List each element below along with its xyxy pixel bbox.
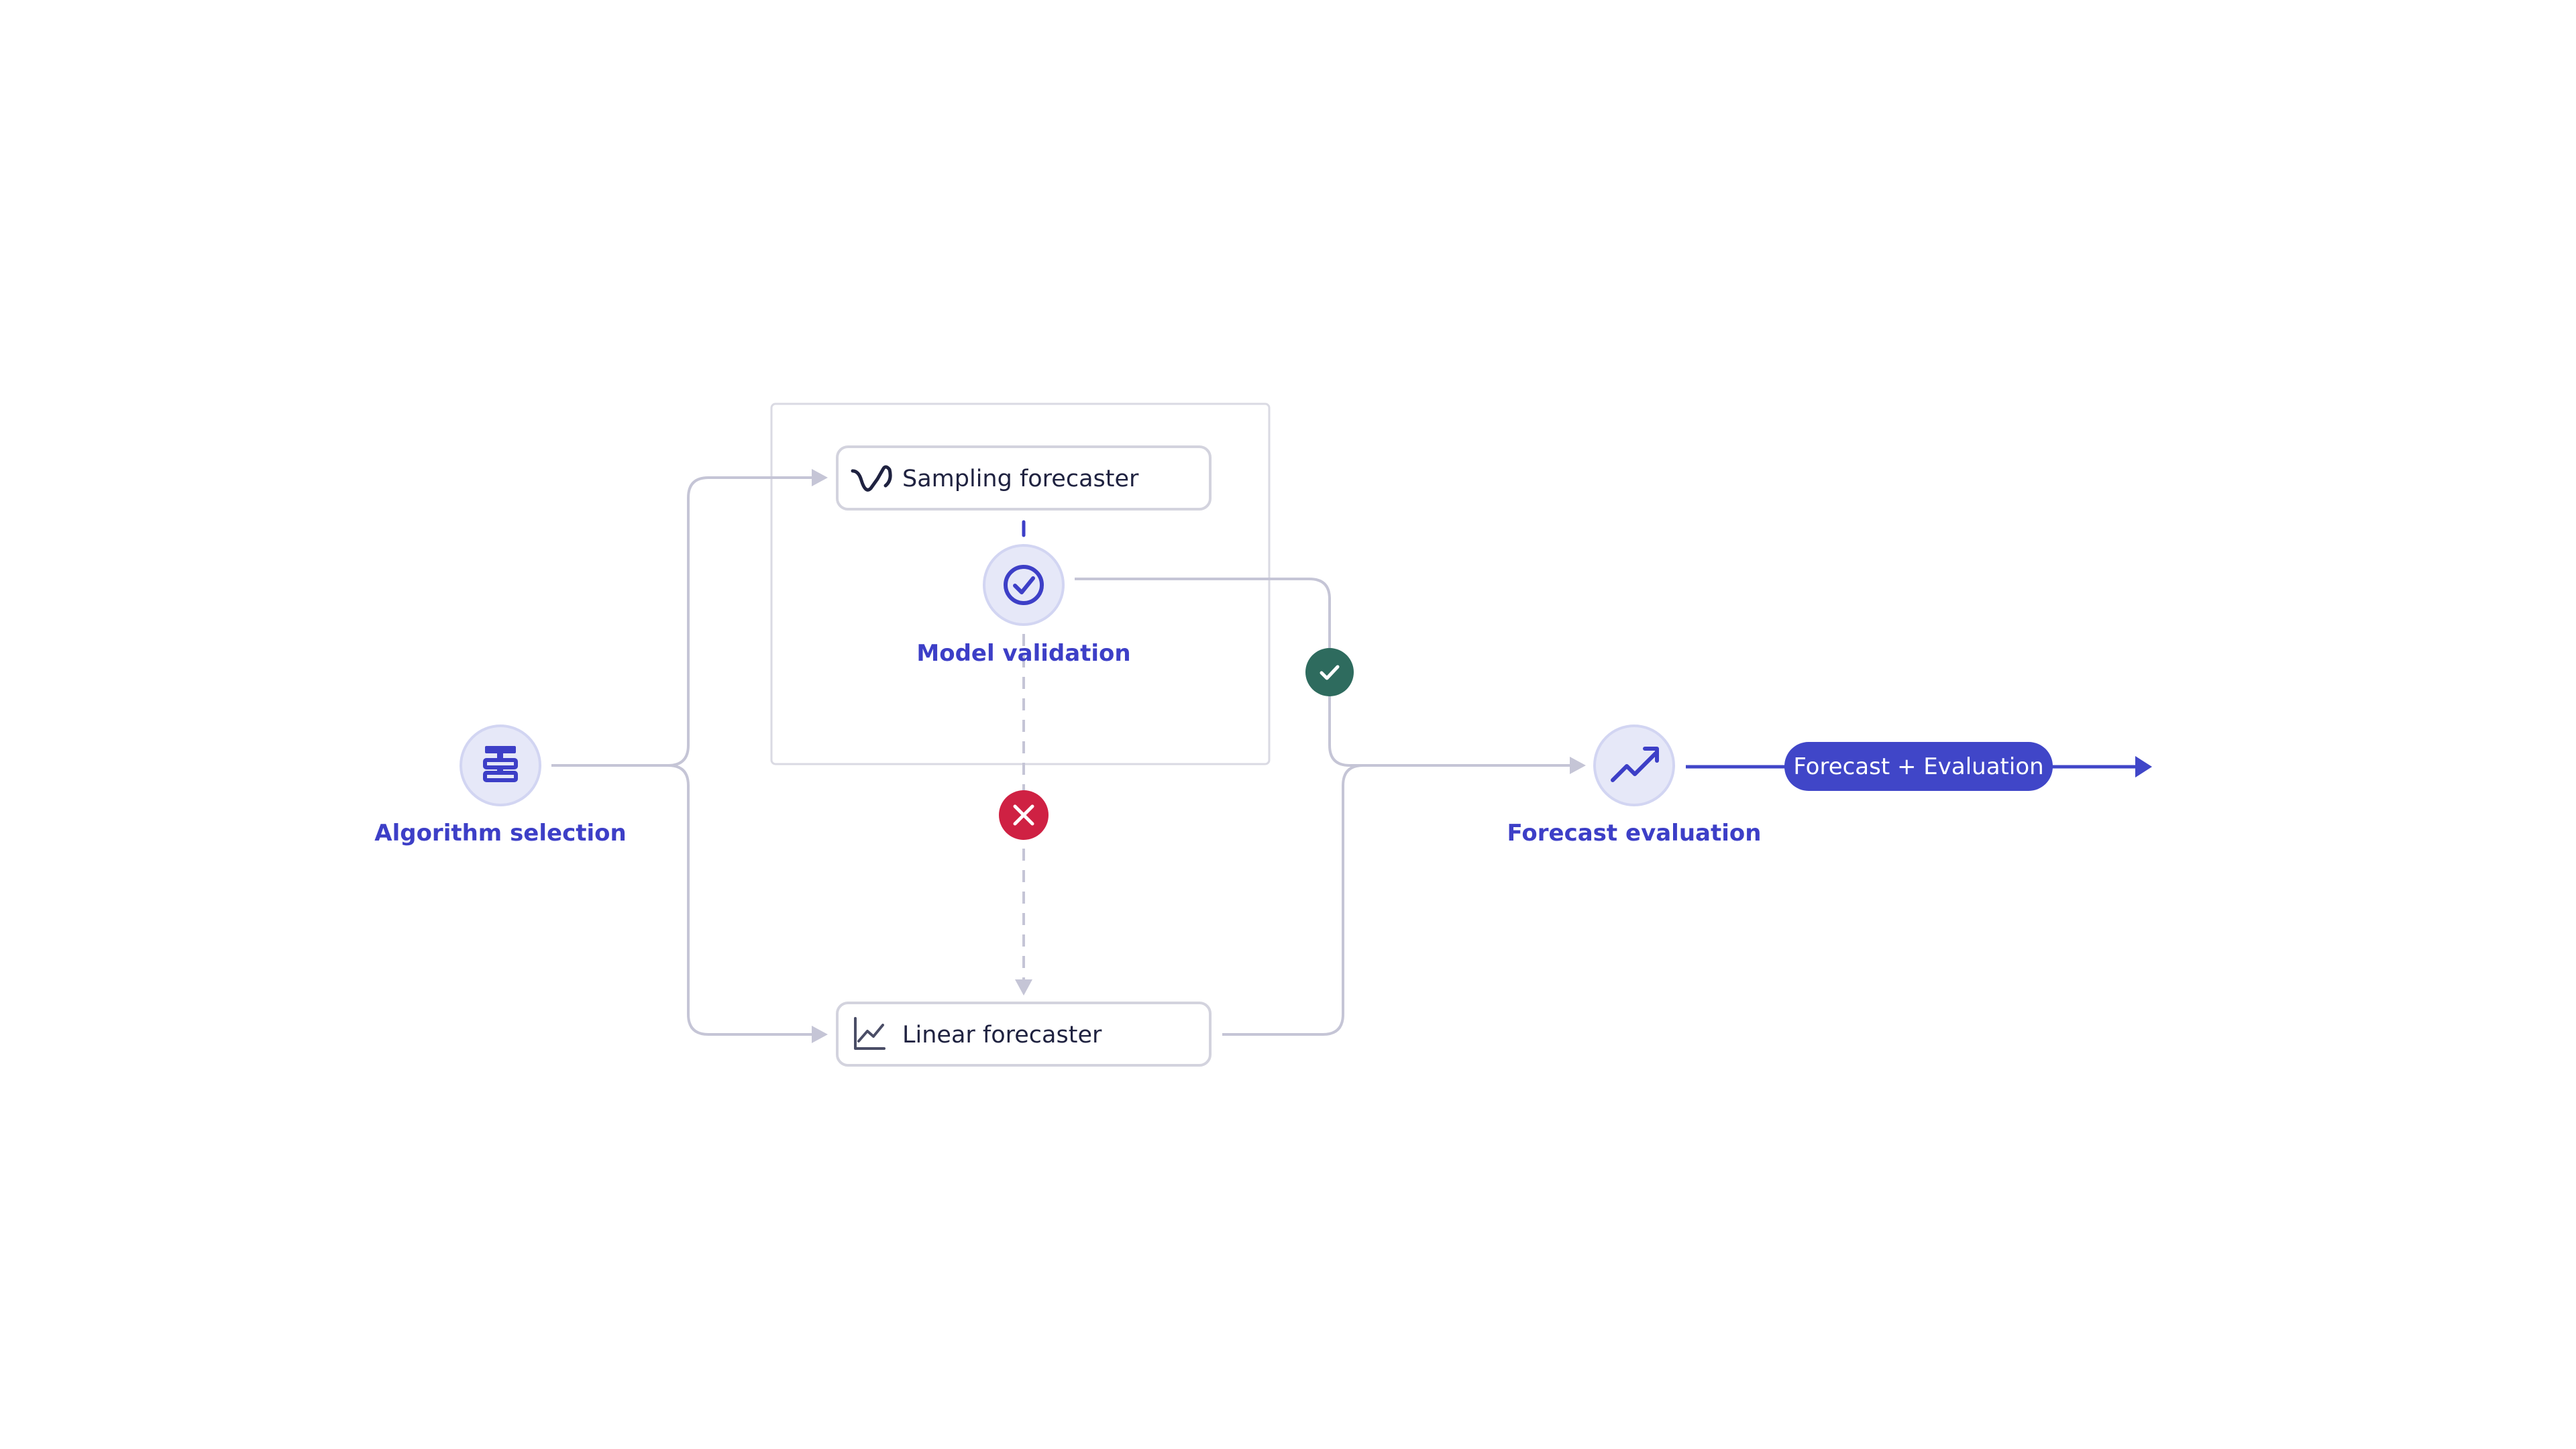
check-icon <box>1320 665 1340 680</box>
output-arrowhead <box>2135 756 2152 777</box>
trend-up-icon <box>1611 747 1659 782</box>
node-forecast-evaluation[interactable]: Forecast evaluation <box>1507 724 1762 847</box>
task-linear-forecaster[interactable]: Linear forecaster <box>836 1002 1212 1067</box>
arrowhead-to-linear-failure <box>1015 979 1032 996</box>
node-model-validation[interactable]: Model validation <box>916 544 1131 667</box>
task-sampling-forecaster[interactable]: Sampling forecaster <box>836 445 1212 511</box>
node-label-forecast-evaluation: Forecast evaluation <box>1507 820 1762 847</box>
arrowhead-to-sampling <box>812 469 828 486</box>
task-label-linear-forecaster: Linear forecaster <box>902 1022 1102 1049</box>
node-label-model-validation: Model validation <box>916 640 1130 667</box>
arrowhead-to-evaluation <box>1570 757 1586 774</box>
output-pill[interactable]: Forecast + Evaluation <box>1784 742 2053 791</box>
connector-algorithm-to-split <box>551 476 812 767</box>
connector-algorithm-to-linear <box>667 764 812 1036</box>
node-label-algorithm-selection: Algorithm selection <box>374 820 626 847</box>
task-label-sampling-forecaster: Sampling forecaster <box>902 466 1139 492</box>
line-chart-icon <box>854 1017 885 1050</box>
failure-badge <box>999 790 1049 840</box>
close-icon <box>1013 804 1034 826</box>
node-algorithm-selection[interactable]: Algorithm selection <box>374 724 627 847</box>
wave-icon <box>851 465 892 492</box>
check-circle-icon <box>1004 565 1044 605</box>
arrowhead-to-linear <box>812 1026 828 1043</box>
success-badge <box>1305 648 1354 696</box>
output-pill-label: Forecast + Evaluation <box>1793 753 2043 780</box>
algorithm-icon <box>483 746 518 782</box>
connector-linear-to-merge <box>1222 764 1364 1036</box>
validation-group-box <box>770 402 1271 765</box>
